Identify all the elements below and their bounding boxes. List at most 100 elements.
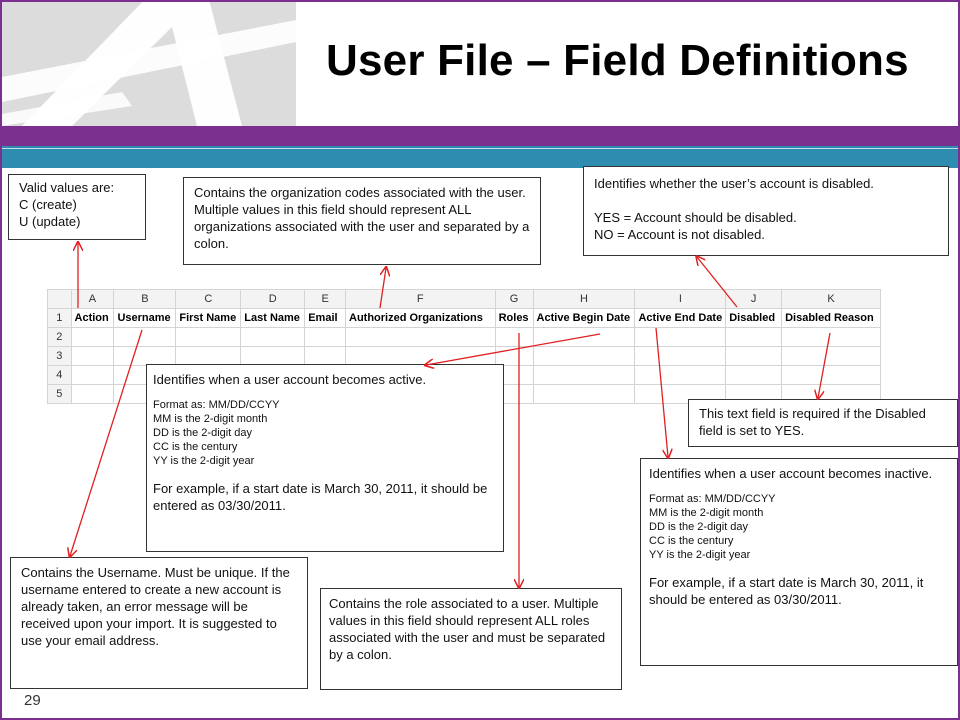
callout-text: U (update) — [19, 214, 81, 229]
cell[interactable] — [304, 327, 346, 347]
column-letter[interactable]: E — [304, 289, 346, 309]
page-number: 29 — [24, 692, 41, 709]
column-letter[interactable]: A — [70, 289, 115, 309]
callout-text: CC is the century — [649, 535, 734, 547]
header-cell-active-end-date[interactable]: Active End Date — [634, 308, 727, 328]
table-row: 2 — [47, 327, 881, 347]
callout-authorized-organizations: Contains the organization codes associat… — [183, 177, 541, 265]
callout-text: For example, if a start date is March 30… — [153, 481, 488, 513]
cell[interactable] — [725, 327, 783, 347]
header-cell-authorized-organizations[interactable]: Authorized Organizations — [345, 308, 496, 328]
callout-username: Contains the Username. Must be unique. I… — [10, 557, 308, 689]
cell[interactable] — [532, 384, 636, 404]
callout-text: Contains the organization codes associat… — [194, 185, 530, 251]
callout-text: YES = Account should be disabled. — [594, 210, 797, 225]
callout-text: YY is the 2-digit year — [153, 455, 255, 467]
callout-text: MM is the 2-digit month — [153, 413, 268, 425]
logo — [2, 2, 296, 126]
header-cell-active-begin-date[interactable]: Active Begin Date — [532, 308, 636, 328]
callout-action: Valid values are: C (create) U (update) — [8, 174, 146, 240]
row-number[interactable]: 5 — [47, 384, 72, 404]
cell[interactable] — [494, 346, 534, 366]
callout-text: For example, if a start date is March 30… — [649, 575, 924, 607]
callout-text: Contains the role associated to a user. … — [329, 596, 606, 662]
callout-roles: Contains the role associated to a user. … — [320, 588, 622, 690]
cell[interactable] — [725, 365, 783, 385]
header-cell-disabled-reason[interactable]: Disabled Reason — [781, 308, 881, 328]
callout-text: Identifies when a user account becomes i… — [649, 466, 933, 481]
cell[interactable] — [634, 346, 727, 366]
cell[interactable] — [725, 346, 783, 366]
callout-text: Identifies whether the user’s account is… — [594, 176, 874, 191]
header-cell-action[interactable]: Action — [70, 308, 115, 328]
callout-text: Valid values are: — [19, 180, 115, 195]
row-number[interactable]: 4 — [47, 365, 72, 385]
cell[interactable] — [634, 365, 727, 385]
cell[interactable] — [70, 384, 115, 404]
cell[interactable] — [634, 327, 727, 347]
cell[interactable] — [240, 327, 306, 347]
callout-text: YY is the 2-digit year — [649, 549, 751, 561]
cell[interactable] — [532, 346, 636, 366]
logo-a-icon — [2, 2, 296, 126]
column-letter[interactable]: B — [113, 289, 177, 309]
header-cell-last-name[interactable]: Last Name — [240, 308, 306, 328]
column-letter[interactable]: K — [781, 289, 881, 309]
callout-text: DD is the 2-digit day — [649, 521, 749, 533]
cell[interactable] — [345, 327, 496, 347]
header-cell-email[interactable]: Email — [304, 308, 346, 328]
callout-disabled: Identifies whether the user’s account is… — [583, 166, 949, 256]
callout-text: C (create) — [19, 197, 77, 212]
callout-text: Format as: MM/DD/CCYY — [153, 399, 280, 411]
header-band-teal — [2, 146, 958, 168]
column-letter[interactable]: C — [175, 289, 242, 309]
cell[interactable] — [113, 346, 177, 366]
column-letter[interactable]: D — [240, 289, 306, 309]
column-letter-row: A B C D E F G H I J K — [47, 289, 881, 309]
callout-text: NO = Account is not disabled. — [594, 227, 765, 242]
corner-cell — [47, 289, 72, 309]
cell[interactable] — [304, 346, 346, 366]
cell[interactable] — [494, 327, 534, 347]
header-cell-first-name[interactable]: First Name — [175, 308, 242, 328]
row-number[interactable]: 1 — [47, 308, 72, 328]
table-row: 1 Action Username First Name Last Name E… — [47, 308, 881, 328]
cell[interactable] — [175, 327, 242, 347]
column-letter[interactable]: I — [634, 289, 727, 309]
callout-disabled-reason: This text field is required if the Disab… — [688, 399, 958, 447]
page-title: User File – Field Definitions — [326, 36, 909, 85]
cell[interactable] — [781, 327, 881, 347]
column-letter[interactable]: F — [345, 289, 496, 309]
cell[interactable] — [113, 327, 177, 347]
callout-text: This text field is required if the Disab… — [699, 406, 926, 438]
callout-text: DD is the 2-digit day — [153, 427, 253, 439]
callout-text: Identifies when a user account becomes a… — [153, 372, 427, 387]
table-row: 3 — [47, 346, 881, 366]
column-letter[interactable]: H — [532, 289, 636, 309]
cell[interactable] — [70, 365, 115, 385]
row-number[interactable]: 3 — [47, 346, 72, 366]
callout-active-end-date: Identifies when a user account becomes i… — [640, 458, 958, 666]
cell[interactable] — [345, 346, 496, 366]
callout-text: MM is the 2-digit month — [649, 507, 764, 519]
cell[interactable] — [532, 327, 636, 347]
header-band-purple — [2, 126, 958, 146]
callout-text: CC is the century — [153, 441, 238, 453]
row-number[interactable]: 2 — [47, 327, 72, 347]
column-letter[interactable]: J — [725, 289, 783, 309]
header-cell-disabled[interactable]: Disabled — [725, 308, 783, 328]
callout-text: Format as: MM/DD/CCYY — [649, 493, 776, 505]
cell[interactable] — [532, 365, 636, 385]
cell[interactable] — [781, 365, 881, 385]
header-cell-roles[interactable]: Roles — [494, 308, 534, 328]
cell[interactable] — [781, 346, 881, 366]
callout-text: Contains the Username. Must be unique. I… — [21, 565, 290, 648]
cell[interactable] — [70, 346, 115, 366]
cell[interactable] — [240, 346, 306, 366]
callout-active-begin-date: Identifies when a user account becomes a… — [146, 364, 504, 552]
cell[interactable] — [175, 346, 242, 366]
column-letter[interactable]: G — [494, 289, 534, 309]
header-cell-username[interactable]: Username — [113, 308, 177, 328]
cell[interactable] — [70, 327, 115, 347]
